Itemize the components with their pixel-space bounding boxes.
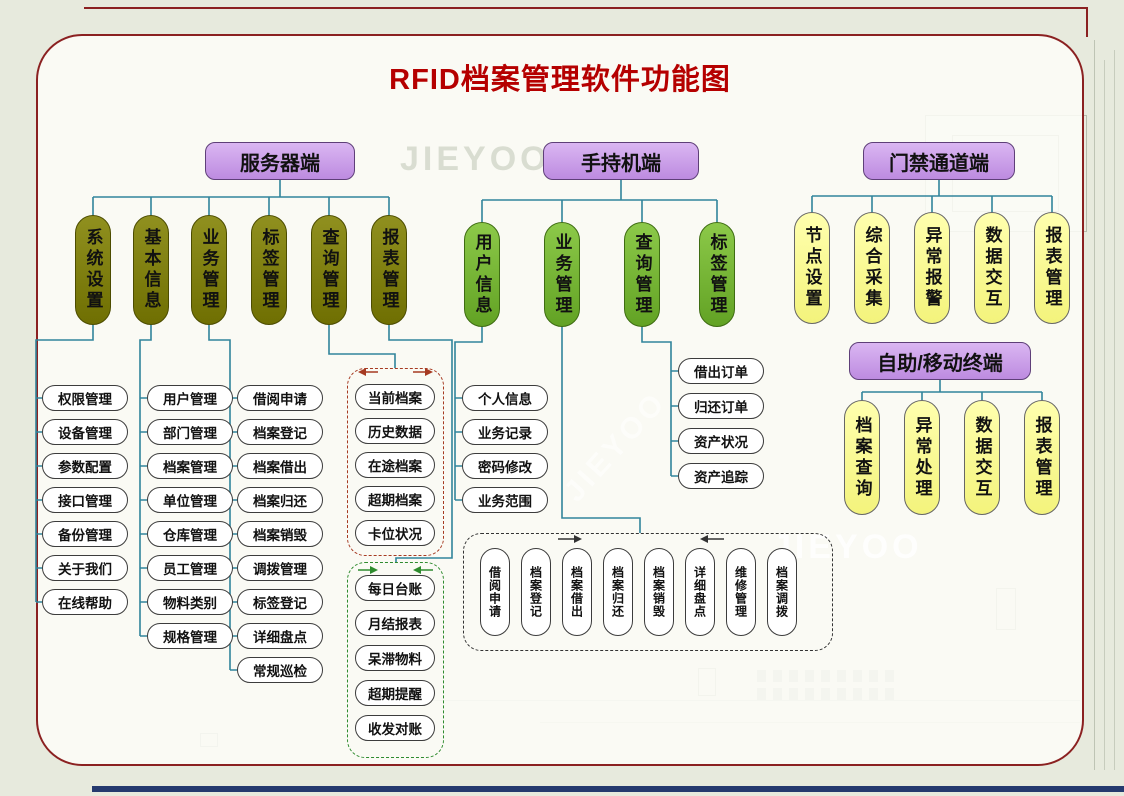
leaf-node: 月结报表 (355, 610, 435, 636)
leaf-node: 档案借出 (562, 548, 592, 636)
leaf-node: 超期档案 (355, 486, 435, 512)
leaf-node: 参数配置 (42, 453, 128, 479)
handheld-category-node: 用户信息 (464, 222, 500, 327)
circuit-decoration (1086, 7, 1088, 37)
handheld-root-node: 手持机端 (543, 142, 699, 180)
gate-root-node: 门禁通道端 (863, 142, 1015, 180)
leaf-node: 常规巡检 (237, 657, 323, 683)
server-category-node: 系统设置 (75, 215, 111, 325)
leaf-node: 备份管理 (42, 521, 128, 547)
leaf-node: 借阅申请 (480, 548, 510, 636)
leaf-node: 员工管理 (147, 555, 233, 581)
leaf-node: 规格管理 (147, 623, 233, 649)
server-category-node: 业务管理 (191, 215, 227, 325)
leaf-node: 档案调拨 (767, 548, 797, 636)
leaf-node: 密码修改 (462, 453, 548, 479)
leaf-node: 物料类别 (147, 589, 233, 615)
leaf-node: 关于我们 (42, 555, 128, 581)
server-category-node: 报表管理 (371, 215, 407, 325)
leaf-node: 调拨管理 (237, 555, 323, 581)
server-category-node: 查询管理 (311, 215, 347, 325)
leaf-node: 每日台账 (355, 575, 435, 601)
leaf-node: 部门管理 (147, 419, 233, 445)
leaf-node: 接口管理 (42, 487, 128, 513)
watermark: JIEYOO (400, 140, 551, 178)
mobile-root-node: 自助/移动终端 (849, 342, 1031, 380)
handheld-category-node: 标签管理 (699, 222, 735, 327)
circuit-decoration (92, 786, 1124, 792)
leaf-node: 资产状况 (678, 428, 764, 454)
leaf-node: 借阅申请 (237, 385, 323, 411)
leaf-node: 档案借出 (237, 453, 323, 479)
gate-category-node: 节点设置 (794, 212, 830, 324)
leaf-node: 历史数据 (355, 418, 435, 444)
server-category-node: 基本信息 (133, 215, 169, 325)
leaf-node: 卡位状况 (355, 520, 435, 546)
leaf-node: 在线帮助 (42, 589, 128, 615)
leaf-node: 用户管理 (147, 385, 233, 411)
server-category-node: 标签管理 (251, 215, 287, 325)
circuit-decoration (1114, 50, 1115, 770)
leaf-node: 收发对账 (355, 715, 435, 741)
leaf-node: 详细盘点 (685, 548, 715, 636)
leaf-node: 仓库管理 (147, 521, 233, 547)
report-group-box (347, 562, 444, 758)
circuit-decoration (84, 7, 1088, 9)
leaf-node: 资产追踪 (678, 463, 764, 489)
gate-category-node: 报表管理 (1034, 212, 1070, 324)
gate-category-node: 综合采集 (854, 212, 890, 324)
server-root-node: 服务器端 (205, 142, 355, 180)
leaf-node: 超期提醒 (355, 680, 435, 706)
leaf-node: 详细盘点 (237, 623, 323, 649)
leaf-node: 单位管理 (147, 487, 233, 513)
mobile-category-node: 异常处理 (904, 400, 940, 515)
leaf-node: 档案管理 (147, 453, 233, 479)
leaf-node: 个人信息 (462, 385, 548, 411)
leaf-node: 业务记录 (462, 419, 548, 445)
gate-category-node: 异常报警 (914, 212, 950, 324)
handheld-category-node: 业务管理 (544, 222, 580, 327)
leaf-node: 档案销毁 (644, 548, 674, 636)
leaf-node: 业务范围 (462, 487, 548, 513)
leaf-node: 维修管理 (726, 548, 756, 636)
leaf-node: 权限管理 (42, 385, 128, 411)
leaf-node: 档案归还 (603, 548, 633, 636)
leaf-node: 档案登记 (237, 419, 323, 445)
leaf-node: 归还订单 (678, 393, 764, 419)
leaf-node: 档案登记 (521, 548, 551, 636)
circuit-decoration (1094, 40, 1095, 770)
page-title: RFID档案管理软件功能图 (389, 64, 731, 96)
gate-category-node: 数据交互 (974, 212, 1010, 324)
handheld-category-node: 查询管理 (624, 222, 660, 327)
mobile-category-node: 数据交互 (964, 400, 1000, 515)
leaf-node: 在途档案 (355, 452, 435, 478)
leaf-node: 档案归还 (237, 487, 323, 513)
leaf-node: 当前档案 (355, 384, 435, 410)
leaf-node: 标签登记 (237, 589, 323, 615)
leaf-node: 呆滞物料 (355, 645, 435, 671)
mobile-category-node: 档案查询 (844, 400, 880, 515)
business-group-box (463, 533, 833, 651)
circuit-decoration (1104, 60, 1105, 770)
leaf-node: 设备管理 (42, 419, 128, 445)
mobile-category-node: 报表管理 (1024, 400, 1060, 515)
leaf-node: 借出订单 (678, 358, 764, 384)
leaf-node: 档案销毁 (237, 521, 323, 547)
